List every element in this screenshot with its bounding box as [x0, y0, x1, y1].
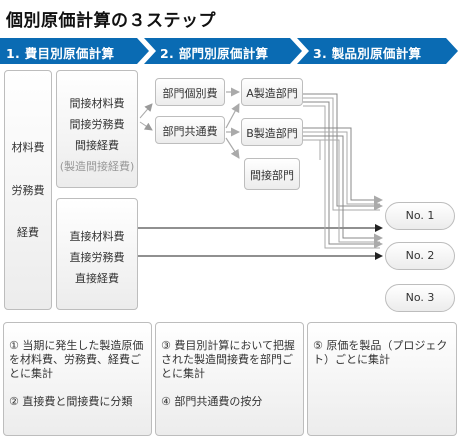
route-a-to-no1-inner: [303, 97, 380, 211]
route-b-to-no2: [303, 135, 383, 243]
direct-material: 直接材料費: [69, 230, 125, 243]
step1-chevron: [0, 38, 149, 64]
route-a-to-no2: [303, 101, 383, 249]
indirect-costs-box: [56, 70, 138, 188]
indirect-dept-label: 間接部門: [250, 169, 294, 182]
page-title: 個別原価計算の３ステップ: [6, 11, 216, 31]
step3-label: 3. 製品別原価計算: [313, 46, 422, 61]
route-b-to-no1: [303, 127, 383, 205]
arrow-indirect-to-common: [139, 121, 153, 131]
step2-chevron: [144, 38, 302, 64]
route-b-to-no2-inner: [303, 139, 380, 243]
individual-cost-box: [155, 78, 225, 106]
dept-b-box: [241, 118, 303, 146]
arrow-common-to-a: [225, 103, 240, 129]
direct-costs-box: [56, 198, 138, 310]
cost-items-box: [4, 70, 52, 310]
product-no3-box: [385, 284, 455, 312]
step1-label: 1. 費目別原価計算: [6, 46, 115, 61]
arrow-common-to-indirect: [225, 137, 240, 159]
route-a-to-no2-inner: [303, 105, 380, 249]
indirect-note: (製造間接経費): [59, 160, 135, 173]
direct-expense: 直接経費: [75, 272, 119, 285]
notes-step2-panel: [155, 322, 304, 436]
dept-a-box: [241, 78, 303, 106]
notes-step1-panel: [3, 322, 152, 436]
product-no2-box: [385, 242, 455, 270]
dept-a-label: A製造部門: [246, 87, 298, 100]
common-cost-label: 部門共通費: [162, 125, 218, 138]
indirect-expense: 間接経費: [75, 139, 119, 152]
individual-cost-label: 部門個別費: [162, 87, 218, 100]
arrow-indirect-to-individual: [139, 103, 153, 119]
route-b-to-no1-inner: [303, 131, 380, 205]
dept-b-label: B製造部門: [246, 127, 298, 140]
direct-labor: 直接労務費: [69, 251, 125, 264]
step3-chevron: [297, 38, 458, 64]
product-no1-box: [385, 202, 455, 230]
cost-item-material: 材料費: [11, 141, 45, 154]
product-no3-label: No. 3: [405, 291, 435, 304]
notes-step2-line1: ③ 費目別計算において把握された製造間接費を部門ごとに集計: [161, 339, 296, 380]
cost-item-expense: 経費: [17, 226, 39, 239]
cost-item-labor: 労務費: [11, 184, 45, 197]
step-banner: [0, 38, 458, 64]
step2-label: 2. 部門別原価計算: [160, 46, 269, 61]
notes-step3-panel: [307, 322, 457, 436]
notes-step1-line2: ② 直接費と間接費に分類: [9, 395, 133, 408]
notes-step1-line1: ① 当期に発生した製造原価を材料費、労務費、経費ごとに集計: [9, 339, 144, 380]
notes-step2-line2: ④ 部門共通費の按分: [161, 395, 263, 408]
indirect-material: 間接材料費: [69, 97, 125, 110]
product-no1-label: No. 1: [405, 209, 435, 222]
indirect-dept-box: [244, 158, 300, 190]
notes-step3-line1: ⑤ 原価を製品（プロジェクト）ごとに集計: [313, 339, 448, 366]
route-a-to-no1: [303, 93, 383, 211]
product-no2-label: No. 2: [405, 249, 435, 262]
common-cost-box: [155, 116, 225, 144]
indirect-labor: 間接労務費: [69, 118, 125, 131]
